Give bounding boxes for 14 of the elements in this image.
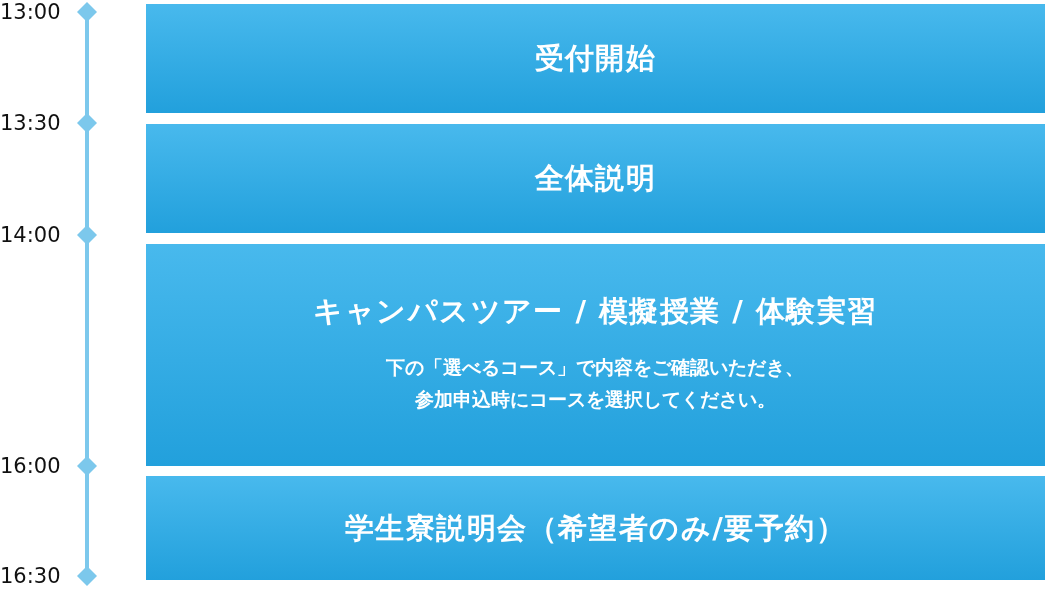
schedule-band — [146, 124, 1045, 233]
time-label: 14:00 — [0, 223, 61, 247]
time-label: 16:30 — [0, 564, 61, 588]
band-description: 下の「選べるコース」で内容をご確認いただき、参加申込時にコースを選択してください。 — [385, 355, 806, 413]
band-title: 受付開始 — [534, 41, 657, 76]
band-title: 学生寮説明会（希望者のみ/要予約） — [344, 510, 847, 546]
time-label: 13:30 — [0, 111, 61, 135]
schedule-band — [146, 4, 1045, 113]
schedule-band — [146, 244, 1045, 466]
time-label: 16:00 — [0, 454, 61, 478]
time-label: 13:00 — [0, 0, 61, 24]
schedule-band — [146, 476, 1045, 580]
band-title: 全体説明 — [534, 161, 657, 196]
band-title: キャンパスツアー / 模擬授業 / 体験実習 — [313, 294, 878, 330]
